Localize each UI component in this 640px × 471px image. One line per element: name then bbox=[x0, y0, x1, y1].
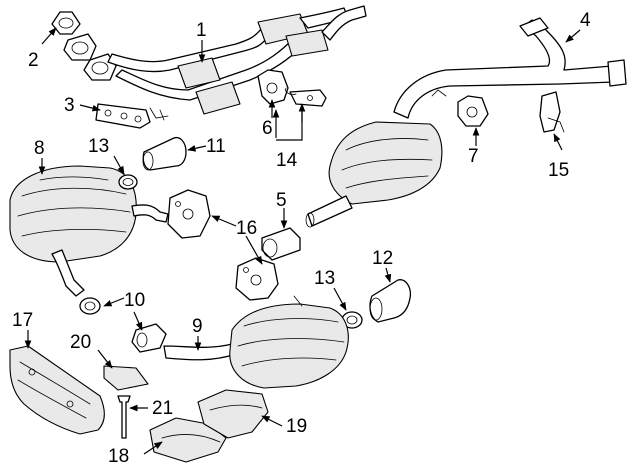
hanger-part-6 bbox=[257, 69, 289, 105]
bolt-part-21 bbox=[117, 395, 131, 439]
callout-20: 20 bbox=[70, 332, 91, 353]
callout-15: 15 bbox=[548, 160, 569, 181]
callout-14: 14 bbox=[276, 150, 298, 171]
callout-17: 17 bbox=[12, 310, 33, 331]
bracket-part-14 bbox=[285, 87, 327, 107]
bracket-part-15 bbox=[539, 91, 565, 133]
heat-shield-part-17 bbox=[9, 345, 105, 435]
callout-19: 19 bbox=[286, 416, 307, 437]
callout-3: 3 bbox=[64, 95, 75, 116]
leader-lines bbox=[24, 27, 581, 455]
callout-18: 18 bbox=[108, 446, 129, 467]
clamp-part-5 bbox=[261, 227, 301, 261]
heat-shield-part-19 bbox=[197, 389, 269, 439]
callout-labels: 1 2 3 4 5 6 7 8 9 10 11 12 13 13 14 15 1… bbox=[12, 10, 591, 467]
front-pipe-catalytic-converter-part-1 bbox=[63, 5, 367, 121]
heat-shield-part-20 bbox=[103, 365, 149, 391]
exhaust-tip-part-12 bbox=[369, 279, 412, 323]
callout-13-right: 13 bbox=[314, 268, 335, 289]
callout-10: 10 bbox=[124, 290, 145, 311]
bracket-part-16-lower bbox=[235, 257, 279, 301]
hanger-part-7 bbox=[457, 95, 489, 127]
callout-7: 7 bbox=[468, 146, 479, 167]
callout-9: 9 bbox=[192, 316, 203, 337]
callout-21: 21 bbox=[152, 398, 173, 419]
callout-2: 2 bbox=[28, 50, 39, 71]
muffler-part-8 bbox=[9, 165, 169, 297]
rear-y-pipe-part-4 bbox=[305, 17, 627, 228]
muffler-part-9 bbox=[163, 295, 349, 389]
callout-8: 8 bbox=[34, 138, 45, 159]
exhaust-tip-part-11 bbox=[142, 136, 187, 171]
bracket-part-16-upper bbox=[167, 189, 211, 239]
callout-6: 6 bbox=[262, 118, 273, 139]
heat-shield-part-18 bbox=[149, 417, 227, 463]
callout-1: 1 bbox=[196, 20, 207, 41]
gasket-part-2 bbox=[51, 11, 81, 35]
callout-11: 11 bbox=[206, 136, 226, 157]
callout-12: 12 bbox=[372, 248, 393, 269]
callout-4: 4 bbox=[580, 10, 591, 31]
clamp-part-10-upper bbox=[79, 297, 101, 315]
bracket-part-3 bbox=[95, 103, 151, 129]
clamp-part-10-lower bbox=[131, 323, 167, 353]
callout-5: 5 bbox=[276, 190, 287, 211]
callout-16: 16 bbox=[236, 218, 257, 239]
clamp-part-13-left bbox=[118, 174, 138, 190]
callout-13-left: 13 bbox=[88, 136, 109, 157]
